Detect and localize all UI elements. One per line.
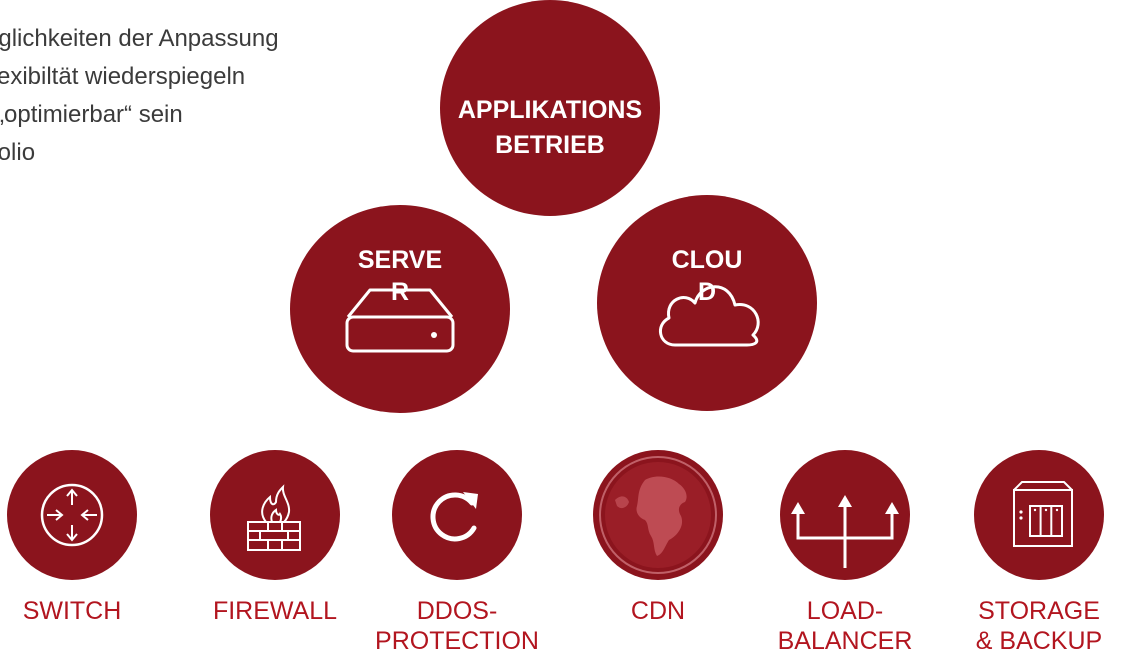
ddos-label-line-1: DDOS- (416, 597, 498, 625)
cloud-title-line-2: D (697, 278, 717, 306)
load-balancer-label-line-1: LOAD- (806, 597, 884, 625)
cloud-icon (659, 285, 760, 347)
cdn-label: CDN (630, 597, 686, 625)
storage-nas-icon (1013, 481, 1073, 547)
server-title-line-2: R (390, 278, 410, 306)
ddos-protection-circle (392, 450, 522, 580)
server-drive-icon (345, 288, 455, 353)
switch-label: SWITCH (22, 597, 122, 625)
ddos-label-line-2: PROTECTION (375, 627, 539, 655)
intro-line-4: Portfolio (0, 139, 36, 166)
intro-text: Möglichkeiten der Anpassung Flexibiltät … (0, 20, 400, 172)
applikationsbetrieb-title-line-2: BETRIEB (495, 131, 605, 159)
cloud-title-line-1: CLOU (671, 246, 743, 274)
switch-circle (7, 450, 137, 580)
intro-line-1: Möglichkeiten der Anpassung (0, 25, 279, 52)
globe-icon (599, 456, 717, 574)
storage-backup-circle (974, 450, 1104, 580)
router-arrows-icon (40, 483, 104, 547)
server-title-line-1: SERVE (357, 246, 443, 274)
firewall-circle (210, 450, 340, 580)
storage-label-line-1: STORAGE (978, 597, 1100, 625)
intro-line-3: „optimierbar“ sein (0, 101, 183, 128)
firewall-icon (247, 484, 301, 551)
firewall-label: FIREWALL (212, 597, 338, 625)
refresh-icon (430, 492, 478, 542)
applikationsbetrieb-circle: APPLIKATIONS BETRIEB (440, 0, 660, 216)
load-balancer-circle (780, 450, 910, 580)
applikationsbetrieb-title-line-1: APPLIKATIONS (457, 96, 643, 124)
cloud-circle: CLOU D (597, 195, 817, 411)
cdn-circle (593, 450, 723, 580)
load-balancer-arrows-icon (791, 495, 899, 568)
server-circle: SERVE R (290, 205, 510, 413)
intro-line-2: Flexibiltät wiederspiegeln (0, 63, 246, 90)
load-balancer-label-line-2: BALANCER (777, 627, 913, 655)
storage-label-line-2: & BACKUP (975, 627, 1103, 655)
